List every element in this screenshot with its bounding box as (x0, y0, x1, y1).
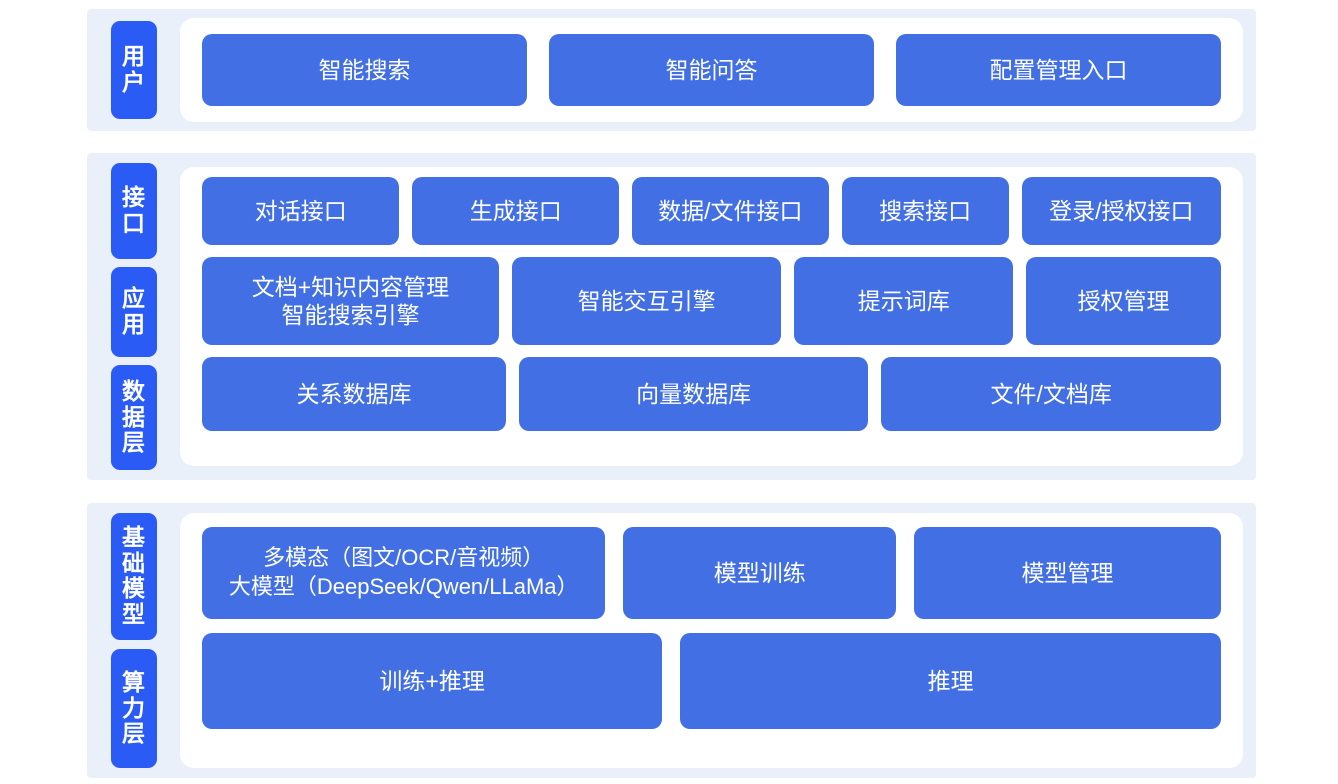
row-applications: 文档+知识内容管理 智能搜索引擎 智能交互引擎 提示词库 授权管理 (202, 257, 1221, 345)
box-smart-search[interactable]: 智能搜索 (202, 34, 527, 106)
box-authorization-management[interactable]: 授权管理 (1026, 257, 1221, 345)
box-search-interface[interactable]: 搜索接口 (841, 177, 1009, 245)
box-model-management[interactable]: 模型管理 (913, 527, 1221, 619)
sidebar-tab-user[interactable]: 用户 (110, 21, 157, 119)
box-inference[interactable]: 推理 (680, 633, 1221, 729)
sidebar-tab-interface[interactable]: 接口 (110, 163, 157, 260)
sidebar-tab-data-layer[interactable]: 数据层 (110, 365, 157, 470)
card-infrastructure: 多模态（图文/OCR/音视频） 大模型（DeepSeek/Qwen/LLaMa）… (180, 513, 1243, 768)
box-file-document-store[interactable]: 文件/文档库 (881, 357, 1221, 431)
sidebar-tab-application[interactable]: 应用 (110, 267, 157, 358)
box-data-file-interface[interactable]: 数据/文件接口 (632, 177, 829, 245)
box-training-and-inference[interactable]: 训练+推理 (202, 633, 663, 729)
box-generation-interface[interactable]: 生成接口 (412, 177, 620, 245)
section-infrastructure: 基础模型 算力层 多模态（图文/OCR/音视频） 大模型（DeepSeek/Qw… (87, 503, 1256, 778)
box-prompt-library[interactable]: 提示词库 (794, 257, 1013, 345)
row-interfaces: 对话接口 生成接口 数据/文件接口 搜索接口 登录/授权接口 (202, 177, 1221, 245)
card-user: 智能搜索 智能问答 配置管理入口 (180, 18, 1243, 122)
box-model-training[interactable]: 模型训练 (623, 527, 896, 619)
row-compute: 训练+推理 推理 (202, 633, 1221, 729)
row-user-entries: 智能搜索 智能问答 配置管理入口 (202, 34, 1221, 106)
box-multimodal-large-model[interactable]: 多模态（图文/OCR/音视频） 大模型（DeepSeek/Qwen/LLaMa） (202, 527, 606, 619)
row-data-stores: 关系数据库 向量数据库 文件/文档库 (202, 357, 1221, 431)
tab-column-user: 用户 (87, 9, 180, 131)
box-config-management-entry[interactable]: 配置管理入口 (896, 34, 1221, 106)
box-vector-database[interactable]: 向量数据库 (519, 357, 869, 431)
box-login-auth-interface[interactable]: 登录/授权接口 (1021, 177, 1221, 245)
tab-column-infrastructure: 基础模型 算力层 (87, 503, 180, 778)
tab-column-platform: 接口 应用 数据层 (87, 153, 180, 480)
sidebar-tab-compute-layer[interactable]: 算力层 (110, 648, 157, 768)
sidebar-tab-foundation-model[interactable]: 基础模型 (110, 513, 157, 640)
section-user: 用户 智能搜索 智能问答 配置管理入口 (87, 9, 1256, 131)
row-models: 多模态（图文/OCR/音视频） 大模型（DeepSeek/Qwen/LLaMa）… (202, 527, 1221, 619)
box-smart-interaction-engine[interactable]: 智能交互引擎 (511, 257, 782, 345)
box-relational-database[interactable]: 关系数据库 (202, 357, 507, 431)
box-dialog-interface[interactable]: 对话接口 (202, 177, 400, 245)
box-document-knowledge-management[interactable]: 文档+知识内容管理 智能搜索引擎 (202, 257, 499, 345)
box-smart-qa[interactable]: 智能问答 (549, 34, 874, 106)
section-platform: 接口 应用 数据层 对话接口 生成接口 数据/文件接口 搜索接口 登录/授权接口… (87, 153, 1256, 480)
card-platform: 对话接口 生成接口 数据/文件接口 搜索接口 登录/授权接口 文档+知识内容管理… (180, 167, 1243, 466)
